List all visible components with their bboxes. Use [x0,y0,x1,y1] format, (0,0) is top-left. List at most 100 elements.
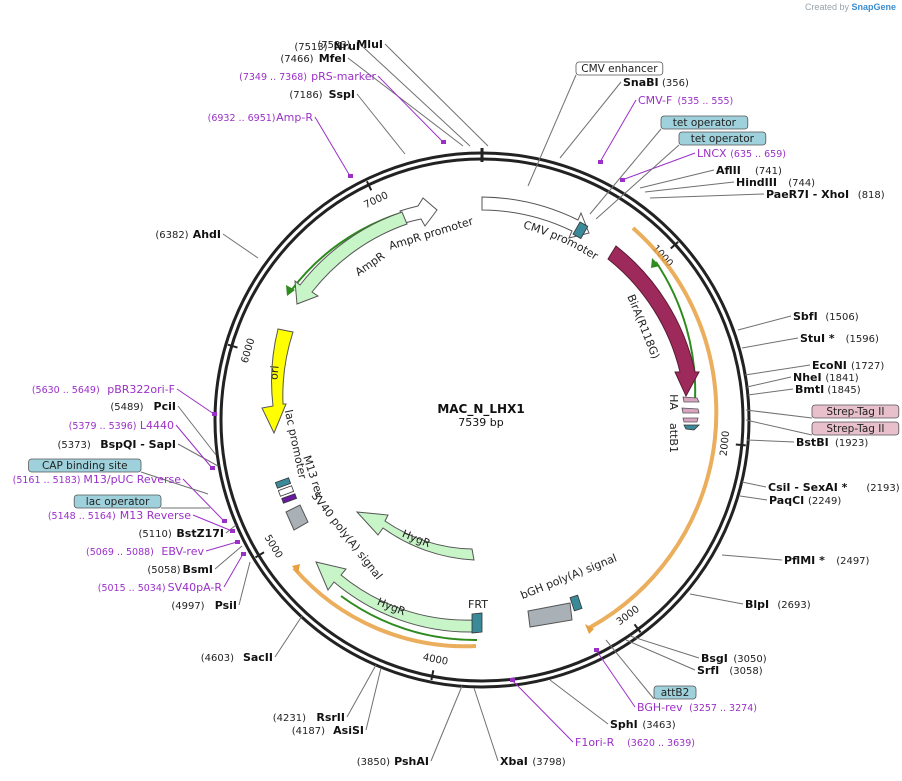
primer-label-group: M13 Reverse(5148 .. 5164) [48,509,191,522]
site-labels: MluI(7533)NruI(7513)MfeI(7466)SspI(7186)… [13,38,900,768]
primer-site-marker [348,174,353,178]
enzyme-label-group: PaqCI(2249) [769,494,841,507]
enzyme-position: (4187) [292,726,325,737]
enzyme-position: (5373) [58,440,91,451]
enzyme-name: SrfI [697,664,719,677]
enzyme-position: (744) [788,178,815,189]
plasmid-length: 7539 bp [458,416,503,429]
primer-name: Amp-R [276,111,313,124]
enzyme-position: (5110) [139,529,172,540]
enzyme-name: PsiI [215,599,237,612]
enzyme-name: PshAI [394,755,429,768]
enzyme-position: (1596) [846,334,879,345]
enzyme-position: (818) [858,190,885,201]
boxed-feature-label: Strep-Tag II [811,421,900,436]
enzyme-name: CsiI - SexAI * [768,481,848,494]
enzyme-position: (7513) [294,42,327,53]
primer-range: (5379 .. 5396) [69,421,137,432]
primer-label-group: SV40pA-R(5015 .. 5034) [98,581,223,594]
enzyme-name: SacII [243,651,273,664]
primer-range: (7349 .. 7368) [239,72,307,83]
feature-leader [595,144,680,220]
primer-range: (3257 .. 3274) [689,703,757,714]
label-lac-promoter: lac promoter [282,408,309,480]
label-bgh: bGH poly(A) signal [519,551,619,602]
primer-name: F1ori-R [575,736,615,749]
ruler-tick [227,343,238,349]
enzyme-label-group: MfeI(7466) [280,52,346,65]
primer-site-marker [235,540,240,544]
enzyme-leader [361,45,471,147]
enzyme-label-group: SbfI(1506) [793,310,859,323]
plasmid-backbone [213,148,751,689]
primer-leader [595,649,636,708]
enzyme-leader [473,687,499,762]
ampr-arrow [294,211,408,305]
callout-lines [140,43,813,762]
primer-name: LNCX [697,147,727,160]
lac-op-marker [277,485,295,497]
boxed-feature-box [811,421,900,436]
enzyme-name: BlpI [745,598,769,611]
primer-label-group: pRS-marker (7349 .. 7368) [239,70,376,83]
primer-name: pRS-marker [311,70,376,83]
enzyme-position: (1727) [851,361,884,372]
enzyme-label-group: StuI *(1596) [800,332,879,345]
boxed-feature-box [660,115,749,130]
ori-arrow [261,328,294,435]
primer-site-marker [210,466,215,470]
ruler-tick-label: 4000 [422,652,449,668]
primer-site-marker [230,529,235,533]
primer-leader [175,424,213,469]
enzyme-name: BmtI [795,383,824,396]
enzyme-position: (3798) [532,757,565,768]
primer-site-marker [598,160,603,164]
enzyme-label-group: AhdI(6382) [155,228,221,241]
orf-outline-birA [588,226,719,630]
enzyme-leader [356,93,406,155]
primer-site-marker [620,178,625,182]
primer-site-marker [222,519,227,523]
primer-name: SV40pA-R [168,581,223,594]
orf-arrowhead-birA [651,258,660,268]
tet-operator-marker [572,221,589,240]
enzyme-leader [739,495,768,501]
enzyme-label-group: SnaBI(356) [623,76,689,89]
boxed-feature-label: CAP binding site [28,458,142,473]
boxed-feature-name: CAP binding site [42,460,128,472]
enzyme-position: (741) [755,166,782,177]
feature-arrows [261,196,700,634]
enzyme-position: (3463) [642,720,675,731]
attB2-marker [569,594,583,612]
enzyme-position: (356) [662,78,689,89]
enzyme-leader [639,169,715,189]
enzyme-name: BspQI - SapI [100,438,176,451]
enzyme-name: RsrII [316,711,345,724]
ruler-tick [735,443,746,447]
plasmid-name: MAC_N_LHX1 [437,402,524,417]
enzyme-label-group: CsiI - SexAI *(2193) [768,481,900,494]
primer-leader [205,541,238,552]
ruler-tick-label: 7000 [362,190,390,211]
primer-label-group: F1ori-R(3620 .. 3639) [575,736,695,749]
enzyme-leader [747,388,794,396]
enzyme-position: (7186) [289,90,322,101]
enzyme-position: (3050) [733,654,766,665]
boxed-feature-name: CMV enhancer [581,63,658,75]
enzyme-label-group: EcoNI(1727) [812,359,884,372]
enzyme-label-group: BstZ17I(5110) [139,527,224,540]
frt-marker [471,612,483,634]
enzyme-leader [746,376,792,388]
attB1-marker [683,424,700,431]
boxed-feature-label: tet operator [660,115,749,130]
enzyme-leader [346,664,377,718]
enzyme-leader [559,81,622,159]
enzyme-name: PaeR7I - XhoI [766,188,849,201]
feature-leader [745,409,813,419]
enzyme-name: BsmI [183,563,214,576]
enzyme-label-group: SspI(7186) [289,88,355,101]
bgh-polyA-box [527,602,573,628]
strep-tag-marker-2 [682,417,699,423]
primer-range: (6932 .. 6951) [208,113,276,124]
